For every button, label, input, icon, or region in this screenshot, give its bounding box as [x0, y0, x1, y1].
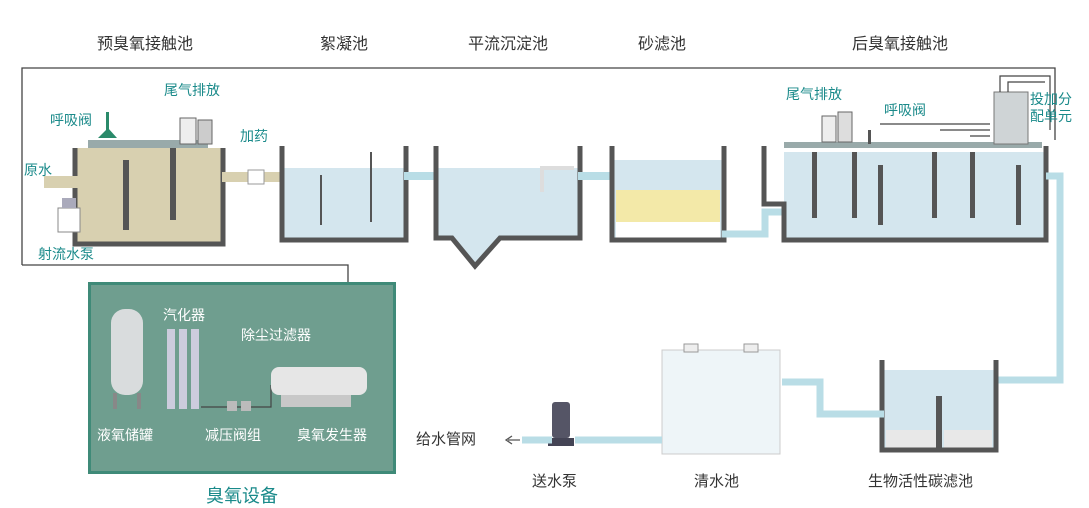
- pipe-to-post-ozone: [722, 208, 782, 238]
- sand-filter: [609, 146, 727, 243]
- breather-valve-left-label: 呼吸阀: [50, 113, 92, 129]
- pressure-valve-set: [201, 385, 272, 411]
- clear-water-tank-label: 清水池: [694, 472, 740, 490]
- network-arrow: [504, 435, 520, 445]
- stage-post-ozone: 后臭氧接触池: [851, 34, 949, 53]
- pipe-to-sedimentation: [404, 172, 438, 180]
- ozone-generator: [271, 367, 367, 407]
- raw-water-pipe: [44, 176, 78, 188]
- dosing-label: 加药: [240, 129, 268, 145]
- pipe-to-bac-filter: [994, 172, 1064, 384]
- breather-valve-right: [868, 130, 871, 144]
- pipe-to-clear-water: [782, 378, 884, 418]
- ozone-equipment-title: 臭氧设备: [206, 486, 278, 507]
- exhaust-right-label: 尾气排放: [786, 87, 842, 103]
- raw-water-label: 原水: [24, 163, 52, 179]
- clear-water-tank: [661, 343, 781, 455]
- dosing-unit-label: 投加分配单元: [1030, 92, 1072, 125]
- stage-pre-ozone: 预臭氧接触池: [96, 34, 194, 53]
- lox-tank: [111, 309, 143, 409]
- lox-tank-label: 液氧储罐: [97, 428, 153, 444]
- dust-filter-label: 除尘过滤器: [241, 328, 311, 344]
- dosing-distribution-unit: [880, 75, 1051, 145]
- exhaust-unit-right: [821, 111, 853, 143]
- ozone-equipment-graphic: [111, 309, 367, 411]
- ozone-gas-line: [21, 67, 1056, 265]
- post-ozone-tank: [761, 142, 1049, 243]
- supply-pump-label: 送水泵: [532, 472, 578, 490]
- sedimentation-tank: [433, 146, 583, 270]
- breather-valve-left: [98, 112, 117, 138]
- vaporizer-label: 汽化器: [163, 308, 205, 324]
- pressure-valve-label: 减压阀组: [205, 428, 261, 444]
- vaporizer: [167, 329, 199, 409]
- pre-ozone-tank: [72, 140, 226, 247]
- jet-pump-label: 射流水泵: [38, 247, 94, 263]
- stage-sand-filter: 砂滤池: [637, 34, 687, 53]
- ozone-equipment-panel: 汽化器 除尘过滤器 液氧储罐 减压阀组 臭氧发生器: [88, 282, 396, 474]
- water-network-label: 给水管网: [416, 430, 477, 448]
- bac-filter: [879, 360, 999, 453]
- supply-pump: [548, 402, 574, 446]
- dosing-point: [247, 169, 265, 185]
- generator-label: 臭氧发生器: [297, 428, 367, 444]
- bac-filter-label: 生物活性碳滤池: [868, 472, 974, 490]
- flocculation-tank: [279, 146, 409, 243]
- jet-pump: [57, 198, 81, 233]
- exhaust-unit-left: [179, 117, 213, 145]
- stage-flocculation: 絮凝池: [319, 34, 369, 53]
- exhaust-left-label: 尾气排放: [164, 83, 220, 99]
- pipe-to-sand-filter: [578, 172, 614, 180]
- breather-valve-right-label: 呼吸阀: [884, 103, 926, 119]
- stage-sedimentation: 平流沉淀池: [467, 34, 549, 53]
